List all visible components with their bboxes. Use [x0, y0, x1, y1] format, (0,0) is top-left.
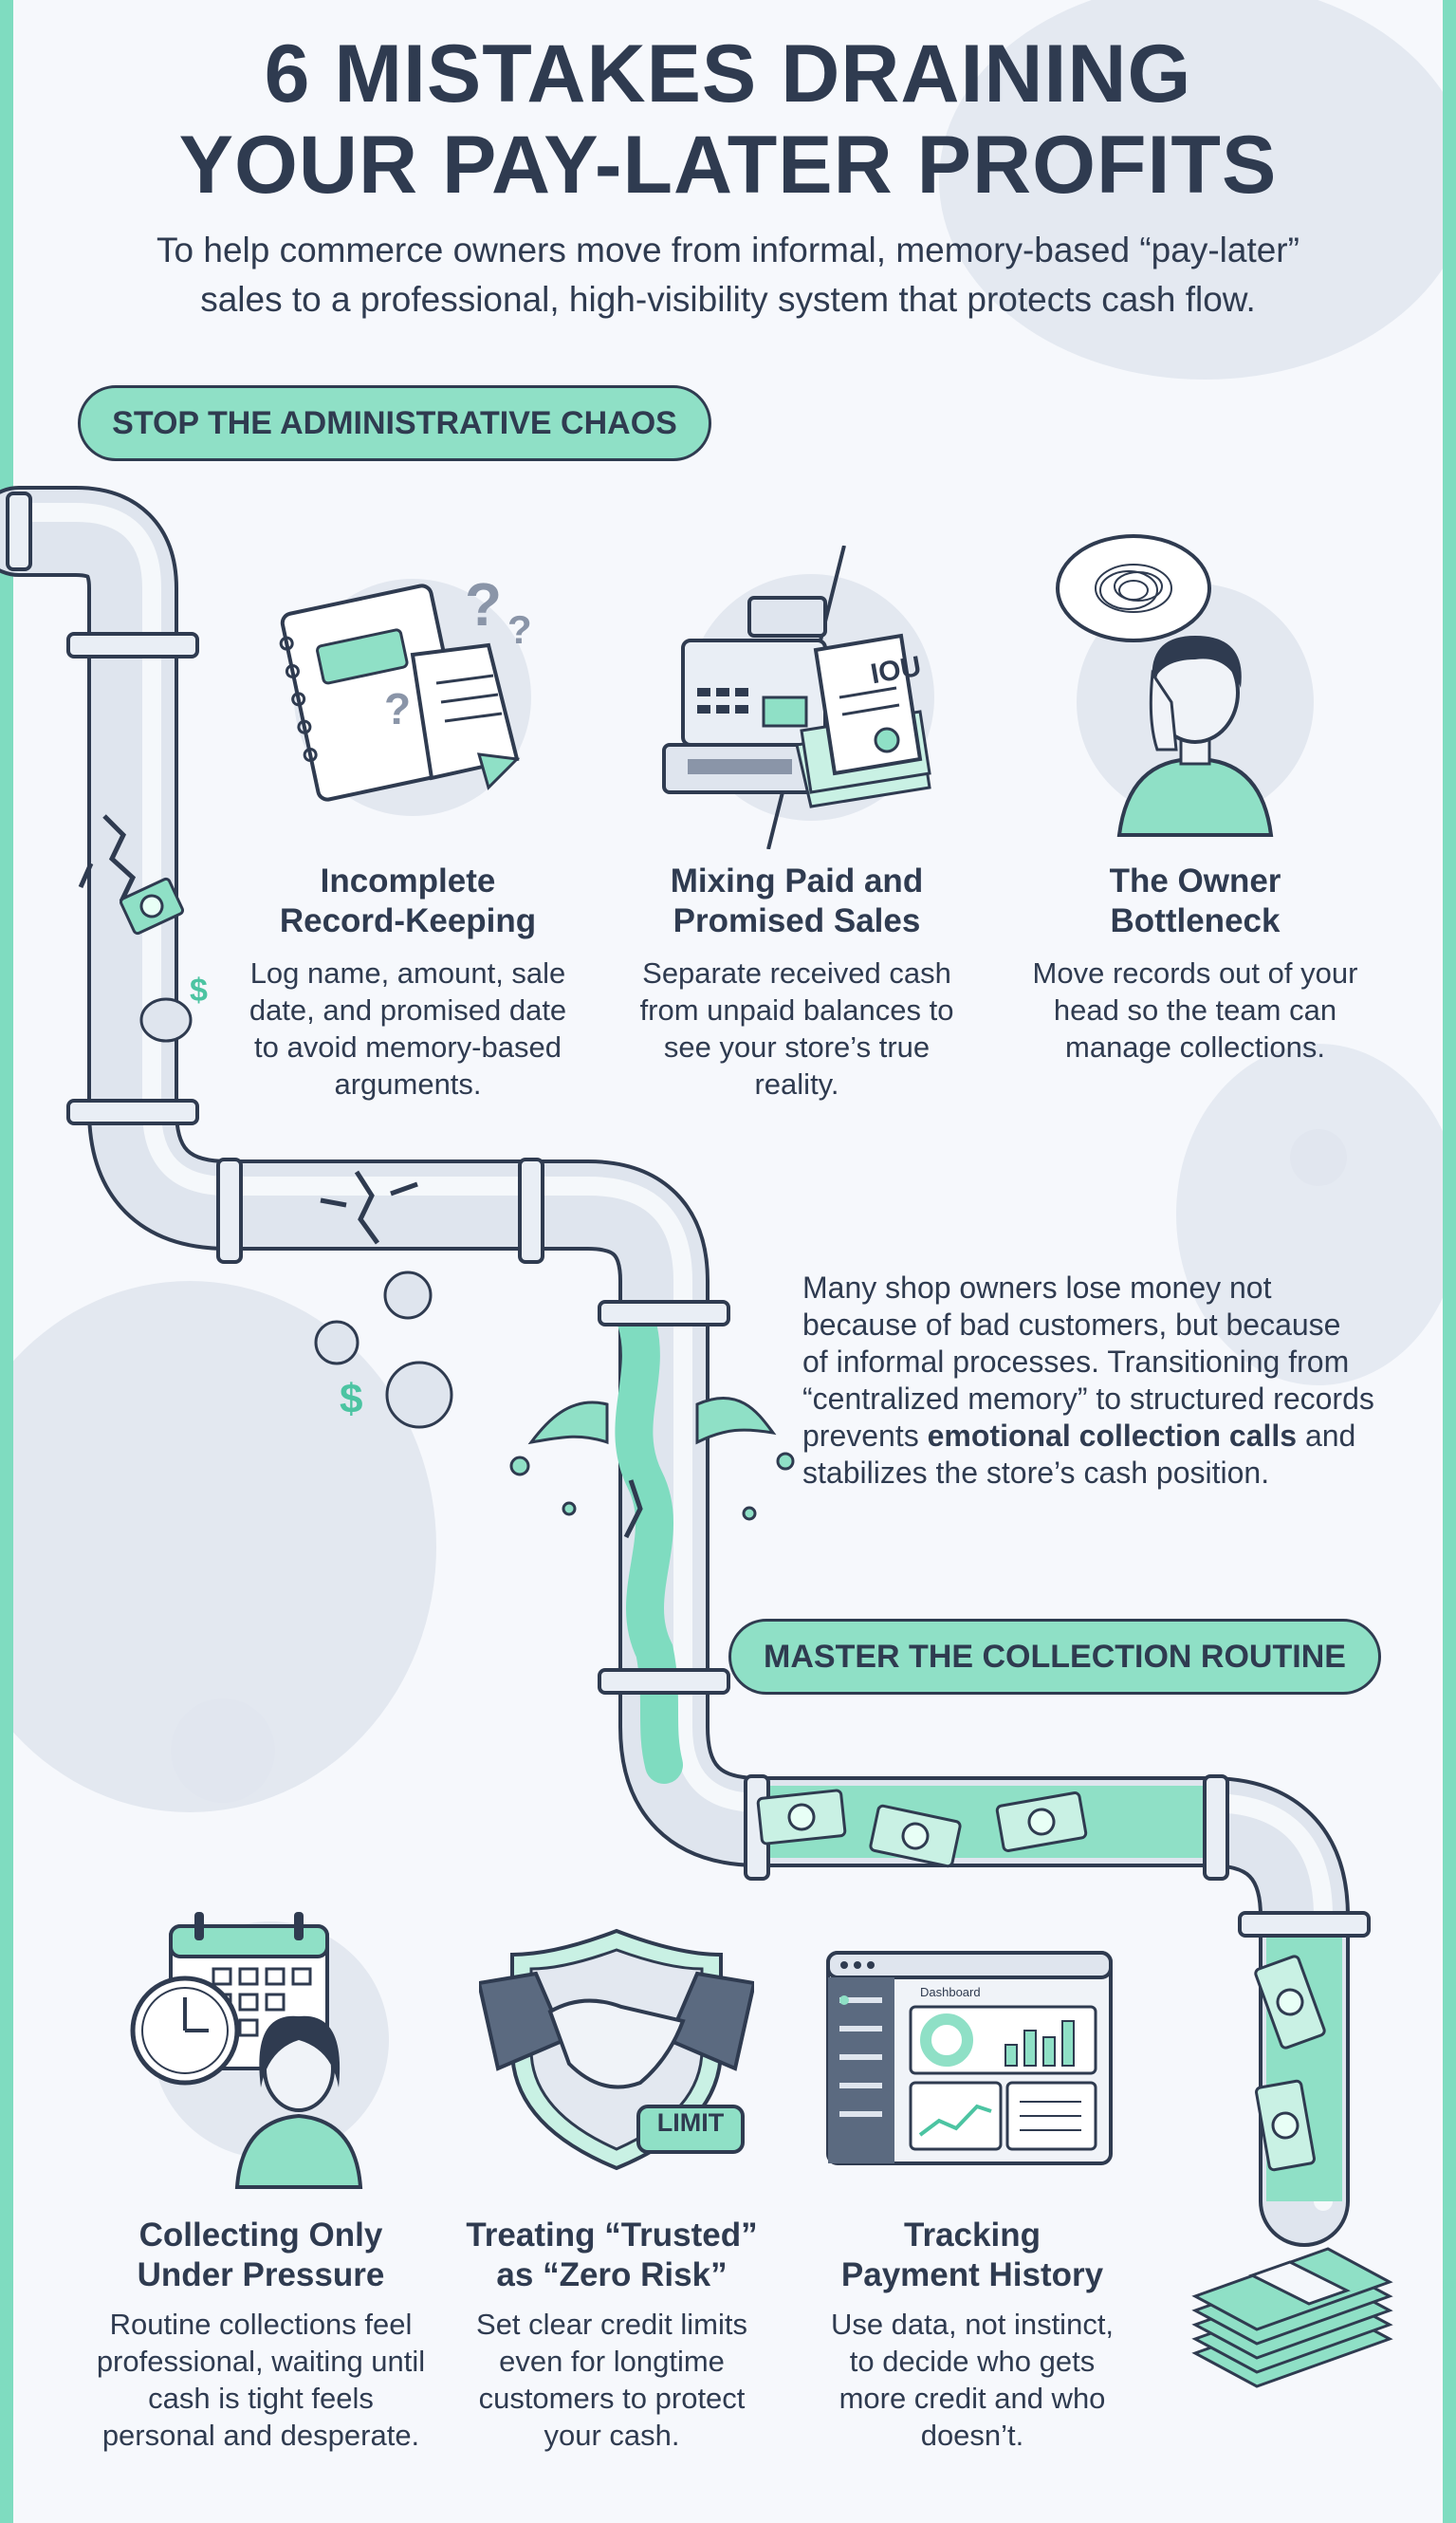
para-emphasis: emotional collection calls [927, 1419, 1298, 1453]
right-border [1443, 0, 1456, 2523]
bg-blob [171, 1698, 275, 1803]
para-line: of informal processes. Transitioning fro… [802, 1345, 1350, 1379]
mistake-text-owner-bottleneck: Move records out of your head so the tea… [1005, 955, 1385, 1066]
bg-blob [1176, 1044, 1456, 1385]
title-line: Collecting Only [138, 2217, 383, 2254]
mistake-text-trusted-zero-risk: Set clear credit limits even for longtim… [417, 2306, 806, 2454]
text-line: Move records out of your [1032, 956, 1358, 990]
text-line: doesn’t. [920, 2419, 1024, 2452]
bg-blob [1290, 1129, 1347, 1186]
title-line-2: YOUR PAY-LATER PROFITS [178, 120, 1278, 211]
para-line: because of bad customers, but because [802, 1308, 1341, 1342]
para-line: Many shop owners lose money not [802, 1271, 1272, 1305]
owner-illustration [1056, 534, 1314, 837]
title-line: Incomplete [320, 863, 496, 900]
cash-stack [1191, 2247, 1393, 2388]
question-mark-icon: ? [507, 607, 532, 652]
title-line: Tracking [904, 2217, 1041, 2254]
para-line: “centralized memory” to structured recor… [802, 1382, 1374, 1416]
question-mark-icon: ? [465, 570, 503, 639]
section-pill-admin: STOP THE ADMINISTRATIVE CHAOS [78, 385, 711, 461]
crack-marks [78, 814, 643, 1539]
text-line: professional, waiting until [96, 2345, 426, 2378]
mistake-title-record-keeping: Incomplete Record-Keeping [209, 862, 607, 941]
title-line: Mixing Paid and [670, 863, 924, 900]
text-line: to decide who gets [849, 2345, 1096, 2378]
title-line: Under Pressure [137, 2256, 385, 2293]
dashboard-label: Dashboard [920, 1985, 981, 1999]
dollar-icon: $ [190, 973, 208, 1009]
text-line: head so the team can [1053, 993, 1337, 1027]
notebook-illustration [279, 579, 531, 816]
calendar-illustration [130, 1912, 389, 2189]
text-line: from unpaid balances to [639, 993, 954, 1027]
dashboard-illustration [826, 1951, 1113, 2165]
title-line: The Owner [1109, 863, 1281, 900]
text-line: cash is tight feels [148, 2382, 374, 2415]
para-line: stabilizes the store’s cash position. [802, 1456, 1270, 1490]
mistake-title-collecting-pressure: Collecting Only Under Pressure [66, 2216, 455, 2295]
subtitle-line-2: sales to a professional, high-visibility… [200, 280, 1256, 319]
text-line: customers to protect [478, 2382, 746, 2415]
dollar-icon: $ [340, 1376, 363, 1422]
pipe-main [0, 486, 1350, 2247]
water-splash [509, 1397, 795, 1521]
bills-in-pipe [756, 1789, 1326, 2172]
text-line: your cash. [544, 2419, 680, 2452]
title-line: Treating “Trusted” [466, 2217, 758, 2254]
text-line: manage collections. [1065, 1030, 1325, 1064]
text-line: Separate received cash [642, 956, 951, 990]
title-line: Promised Sales [673, 902, 921, 939]
mistake-text-payment-history: Use data, not instinct, to decide who ge… [778, 2306, 1167, 2454]
pipe-couplings [6, 492, 1371, 1938]
handshake-illustration [479, 1928, 754, 2171]
page-subtitle: To help commerce owners move from inform… [95, 226, 1361, 325]
mistake-text-mixing-sales: Separate received cash from unpaid balan… [607, 955, 986, 1103]
title-line-1: 6 MISTAKES DRAINING [264, 28, 1192, 120]
mistake-title-trusted-zero-risk: Treating “Trusted” as “Zero Risk” [417, 2216, 806, 2295]
text-line: reality. [754, 1067, 839, 1101]
bg-blob [939, 0, 1456, 380]
text-line: date, and promised date [249, 993, 567, 1027]
text-line: more credit and who [839, 2382, 1106, 2415]
mistake-text-record-keeping: Log name, amount, sale date, and promise… [218, 955, 598, 1103]
para-text: prevents [802, 1419, 928, 1453]
mistake-title-mixing-sales: Mixing Paid and Promised Sales [598, 862, 996, 941]
falling-coins [119, 877, 453, 1429]
subtitle-line-1: To help commerce owners move from inform… [157, 231, 1299, 269]
para-line: prevents emotional collection calls and [802, 1418, 1410, 1455]
text-line: Set clear credit limits [476, 2308, 747, 2341]
text-line: see your store’s true [663, 1030, 931, 1064]
title-line: as “Zero Risk” [496, 2256, 728, 2293]
text-line: arguments. [334, 1067, 482, 1101]
mistake-title-owner-bottleneck: The Owner Bottleneck [996, 862, 1394, 941]
text-line: Use data, not instinct, [830, 2308, 1115, 2341]
text-line: Log name, amount, sale [249, 956, 566, 990]
question-mark-icon: ? [384, 684, 412, 733]
section-pill-collection: MASTER THE COLLECTION ROUTINE [728, 1619, 1381, 1695]
text-line: even for longtime [499, 2345, 725, 2378]
left-border [0, 0, 13, 2523]
register-iou-illustration [662, 546, 934, 849]
para-text: and [1297, 1419, 1356, 1453]
mistake-title-payment-history: Tracking Payment History [778, 2216, 1167, 2295]
text-line: personal and desperate. [101, 2419, 420, 2452]
title-line: Record-Keeping [279, 902, 537, 939]
page-title: 6 MISTAKES DRAINING YOUR PAY-LATER PROFI… [0, 28, 1456, 211]
intro-paragraph: Many shop owners lose money not because … [802, 1270, 1410, 1492]
limit-badge: LIMIT [656, 2108, 725, 2137]
mistake-text-collecting-pressure: Routine collections feel professional, w… [66, 2306, 455, 2454]
title-line: Bottleneck [1110, 902, 1281, 939]
text-line: to avoid memory-based [254, 1030, 562, 1064]
title-line: Payment History [840, 2256, 1104, 2293]
text-line: Routine collections feel [109, 2308, 413, 2341]
